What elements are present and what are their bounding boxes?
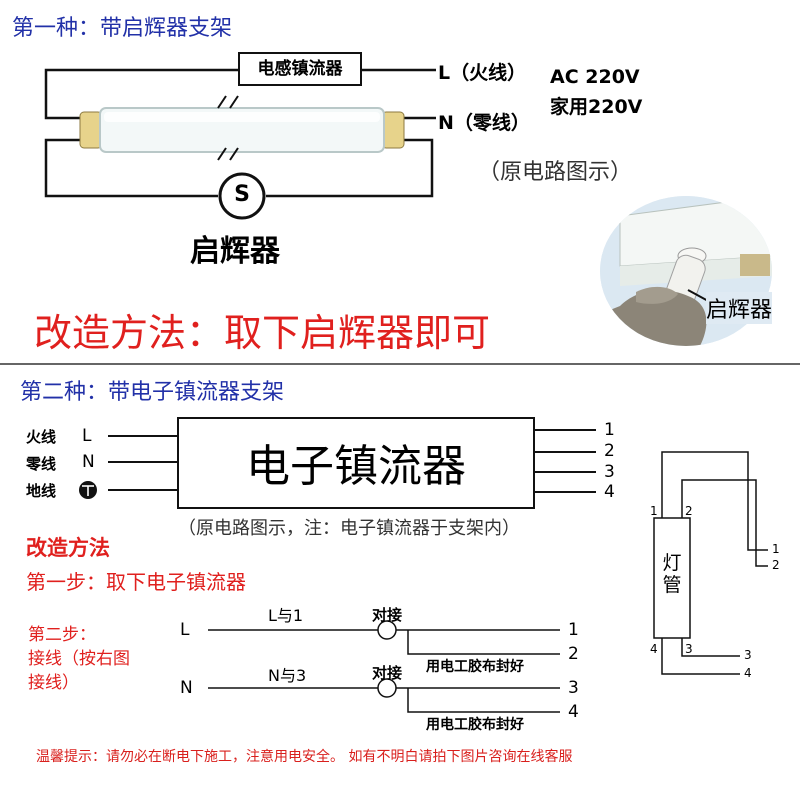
term-3: 3	[568, 678, 579, 698]
output-3: 3	[604, 462, 615, 482]
ac-voltage-label: AC 220V	[550, 66, 640, 88]
neutral-wire-label: N（零线）	[438, 112, 530, 134]
electronic-ballast-label: 电子镇流器	[246, 441, 466, 492]
wiring-L: L	[180, 620, 190, 640]
output-2: 2	[604, 441, 615, 461]
output-4: 4	[604, 482, 615, 502]
tube-pin-right-bottom: 3	[685, 642, 693, 656]
section2-wires	[108, 417, 596, 509]
input-neutral-name: 零线	[26, 455, 57, 473]
home-voltage-label: 家用220V	[550, 96, 643, 118]
tube-out-2: 2	[772, 558, 780, 572]
section1-caption: （原电路图示）	[478, 160, 633, 185]
input-neutral-code: N	[82, 452, 95, 472]
step2-line-2: 接线（按右图	[28, 649, 130, 669]
tube-pin-right-top: 2	[685, 504, 693, 518]
step2-line-1: 第二步：	[28, 625, 96, 645]
input-ground-name: 地线	[26, 482, 57, 500]
step2-line-3: 接线）	[28, 673, 79, 693]
term-1: 1	[568, 620, 579, 640]
tube-pin-left-bottom: 4	[650, 642, 658, 656]
join-point-N	[377, 678, 397, 698]
join-label-L: 对接	[372, 606, 403, 624]
tape-label-2: 用电工胶布封好	[426, 717, 524, 733]
starter-label: 启辉器	[190, 234, 280, 269]
safety-footer: 温馨提示：请勿必在断电下施工，注意用电安全。 如有不明白请拍下图片咨询在线客服	[36, 749, 573, 765]
fluorescent-tube	[79, 107, 405, 153]
section2-caption: （原电路图示，注：电子镇流器于支架内）	[178, 518, 520, 539]
tube-out-4: 4	[744, 666, 752, 680]
ground-icon	[79, 481, 97, 499]
wiring-L-pair: L与1	[268, 606, 304, 625]
output-1: 1	[604, 420, 615, 440]
wiring-N-pair: N与3	[268, 666, 307, 685]
join-label-N: 对接	[372, 664, 403, 682]
tube-pin-left-top: 1	[650, 504, 658, 518]
step2-wires	[208, 629, 560, 713]
wiring-N: N	[180, 678, 193, 698]
step1-text: 第一步：取下电子镇流器	[26, 570, 246, 594]
join-point-L	[377, 620, 397, 640]
tube-wiring	[653, 451, 768, 675]
section1-method: 改造方法：取下启辉器即可	[34, 311, 491, 355]
starter-s-letter: S	[234, 182, 250, 207]
section1-title: 第一种：带启辉器支架	[12, 16, 233, 41]
photo-starter-label: 启辉器	[706, 292, 773, 324]
input-live-code: L	[82, 426, 92, 446]
live-wire-label: L（火线）	[438, 62, 527, 84]
method-title: 改造方法	[26, 536, 110, 560]
tube-out-3: 3	[744, 648, 752, 662]
section2-title: 第二种：带电子镇流器支架	[20, 380, 285, 405]
starter-symbol	[218, 172, 266, 220]
tube-out-1: 1	[772, 542, 780, 556]
term-4: 4	[568, 702, 579, 722]
inductive-ballast-box: 电感镇流器	[238, 52, 362, 86]
tape-label-1: 用电工胶布封好	[426, 659, 524, 675]
input-live-name: 火线	[26, 428, 57, 446]
term-2: 2	[568, 644, 579, 664]
break-marks	[217, 95, 239, 161]
tube-label: 灯管	[662, 552, 682, 596]
